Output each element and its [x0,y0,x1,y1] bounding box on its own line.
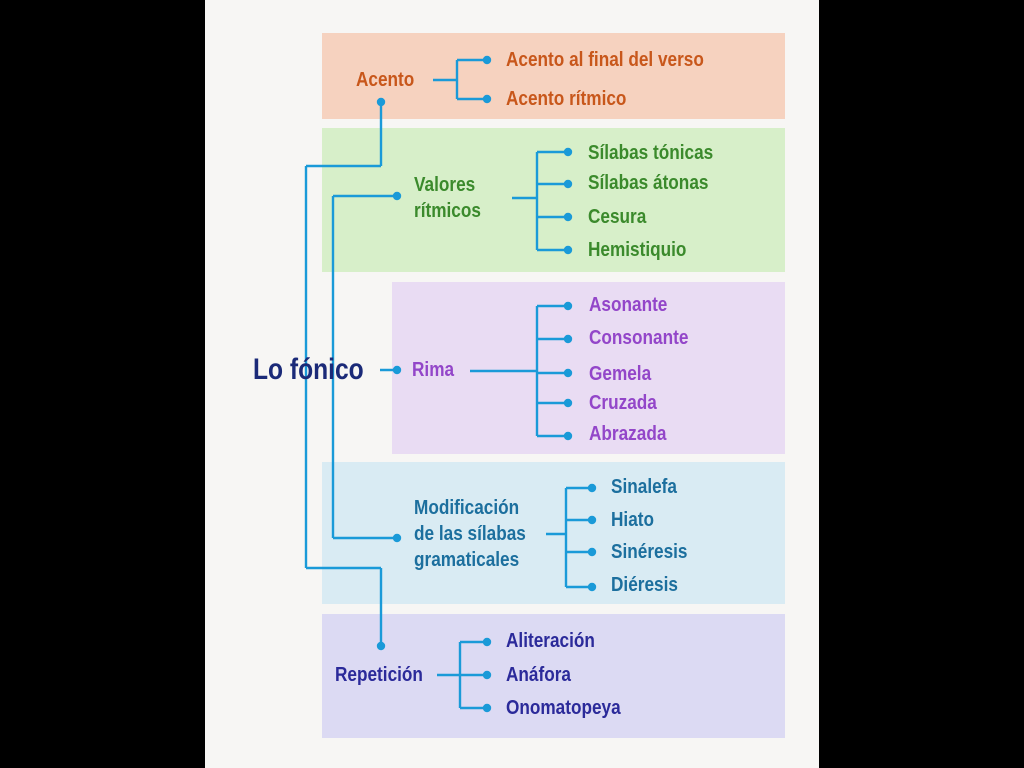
leaf-label: Sílabas tónicas [588,142,714,164]
band-acento [322,33,785,119]
leaf-dot [563,245,573,255]
leaf-dot [587,483,597,493]
branch-label-acento: Acento [356,69,415,91]
leaf-label: Anáfora [506,664,571,686]
leaf-dot [482,94,492,104]
leaf-label: Cesura [588,206,647,228]
leaf-label: Hiato [611,509,654,531]
leaf-label: Sinalefa [611,476,677,498]
branch-label-valores-ritmicos: Valores rítmicos [414,174,481,222]
modif-node-dot [392,533,402,543]
leaf-label: Asonante [589,294,668,316]
leaf-label: Sinéresis [611,541,688,563]
leaf-dot [563,179,573,189]
leaf-dot [482,55,492,65]
leaf-label: Consonante [589,327,689,349]
leaf-label: Acento rítmico [506,88,627,110]
acento-node-dot [376,97,386,107]
band-rima [392,282,785,454]
leaf-dot [563,431,573,441]
leaf-label: Aliteración [506,630,595,652]
leaf-dot [563,147,573,157]
leaf-dot [563,398,573,408]
leaf-label: Gemela [589,363,652,385]
leaf-label: Sílabas átonas [588,172,709,194]
leaf-dot [563,212,573,222]
leaf-dot [482,703,492,713]
leaf-label: Cruzada [589,392,657,414]
leaf-label: Acento al final del verso [506,49,704,71]
leaf-label: Abrazada [589,423,667,445]
leaf-dot [482,637,492,647]
rima-node-dot [392,365,402,375]
root-node-label: Lo fónico [253,353,364,386]
leaf-label: Diéresis [611,574,678,596]
band-repeticion [322,614,785,738]
branch-label-rima: Rima [412,359,455,381]
leaf-dot [587,582,597,592]
branch-label-repeticion: Repetición [335,664,423,686]
leaf-dot [587,515,597,525]
branch-label-modificacion: Modificación de las sílabas gramaticales [414,497,526,571]
leaf-dot [482,670,492,680]
valores-node-dot [392,191,402,201]
leaf-label: Onomatopeya [506,697,621,719]
leaf-dot [563,368,573,378]
leaf-dot [587,547,597,557]
leaf-dot [563,334,573,344]
leaf-dot [563,301,573,311]
leaf-label: Hemistiquio [588,239,687,261]
repeticion-node-dot [376,641,386,651]
